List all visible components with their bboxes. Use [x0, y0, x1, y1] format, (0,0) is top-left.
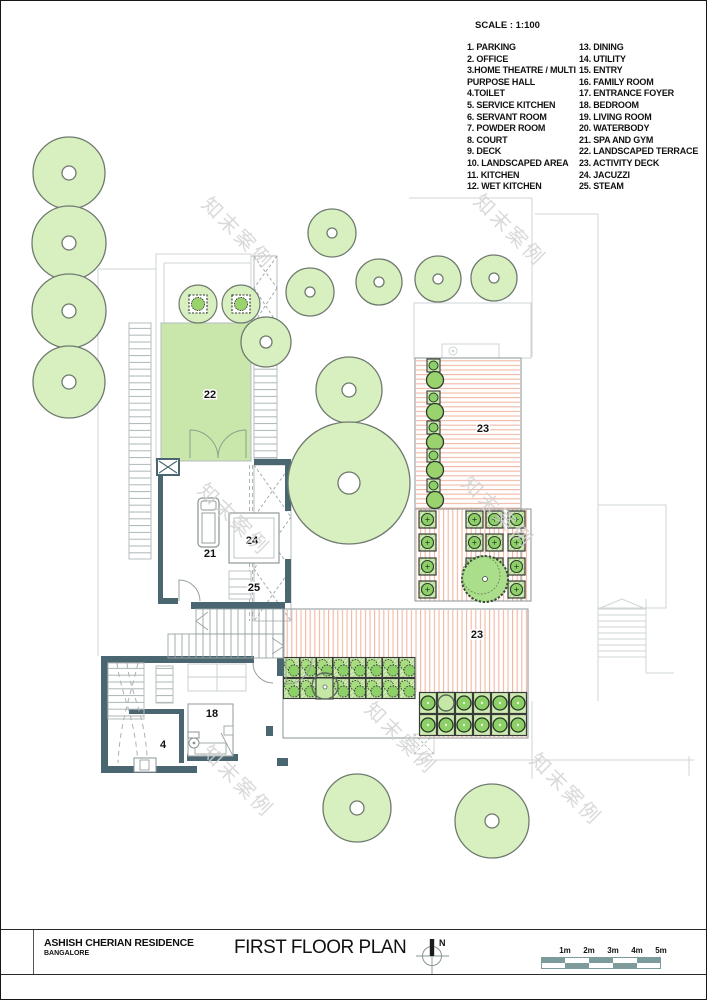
- north-arrow: N: [416, 938, 449, 974]
- label-activity-deck-lower: 23: [471, 629, 483, 641]
- door-swings: [178, 579, 313, 685]
- legend-item: 14. UTILITY: [579, 53, 626, 64]
- legend-item: 25. STEAM: [579, 181, 624, 192]
- deck-plant-pairs: [425, 358, 445, 510]
- legend-item: 23. ACTIVITY DECK: [579, 157, 660, 168]
- label-bedroom: 18: [206, 708, 218, 720]
- scale-segment: [541, 957, 565, 963]
- scale-segment: [589, 957, 613, 963]
- label-landscaped-terrace: 22: [204, 389, 216, 401]
- legend-item: 18. BEDROOM: [579, 99, 639, 110]
- legend-item: 3.HOME THEATRE / MULTI: [467, 65, 576, 76]
- room-legend: 1. PARKING 2. OFFICE 3.HOME THEATRE / MU…: [467, 42, 705, 193]
- legend-item: 21. SPA AND GYM: [579, 134, 654, 145]
- planter-grid: [418, 510, 526, 603]
- scale-text: SCALE : 1:100: [475, 20, 540, 31]
- steam-room-shelf: [228, 570, 252, 600]
- project-info: ASHISH CHERIAN RESIDENCE BANGALORE: [44, 937, 194, 957]
- title-block: ASHISH CHERIAN RESIDENCE BANGALORE FIRST…: [1, 929, 706, 975]
- legend-item: 24. JACUZZI: [579, 169, 630, 180]
- legend-item: 7. POWDER ROOM: [467, 123, 546, 134]
- legend-item: PURPOSE HALL: [467, 76, 536, 87]
- north-label: N: [439, 938, 446, 948]
- legend-item: 19. LIVING ROOM: [579, 111, 652, 122]
- legend-column-right: 13. DINING 14. UTILITY 15. ENTRY 16. FAM…: [579, 42, 705, 193]
- title-block-divider: [33, 930, 34, 974]
- jacuzzi: [228, 512, 280, 564]
- drawing-title: FIRST FLOOR PLAN: [234, 937, 407, 958]
- landscaped-terrace: [160, 322, 252, 462]
- bedroom-wardrobe: [187, 663, 247, 692]
- toilet-fixture: [187, 731, 200, 749]
- label-steam: 25: [248, 582, 260, 594]
- legend-item: 15. ENTRY: [579, 65, 623, 76]
- project-city: BANGALORE: [44, 950, 90, 957]
- scale-label: 5m: [655, 946, 667, 955]
- trees: [31, 136, 530, 859]
- legend-item: 6. SERVANT ROOM: [467, 111, 547, 122]
- project-name: ASHISH CHERIAN RESIDENCE: [44, 937, 194, 949]
- legend-item: 8. COURT: [467, 134, 508, 145]
- legend-item: 10. LANDSCAPED AREA: [467, 157, 569, 168]
- legend-item: 13. DINING: [579, 42, 624, 52]
- scale-label: 3m: [607, 946, 619, 955]
- label-jacuzzi: 24: [246, 535, 259, 547]
- service-shaft: [133, 757, 157, 773]
- legend-item: 20. WATERBODY: [579, 123, 650, 134]
- main-staircase: [167, 608, 285, 659]
- scale-segment: [565, 963, 589, 969]
- legend-item: 5. SERVICE KITCHEN: [467, 99, 556, 110]
- legend-item: 4.TOILET: [467, 88, 505, 99]
- label-activity-deck-upper: 23: [477, 423, 489, 435]
- watermark-text: 知末案例: [197, 192, 279, 274]
- label-spa-gym: 21: [204, 548, 216, 560]
- scale-label: 2m: [583, 946, 595, 955]
- legend-item: 2. OFFICE: [467, 53, 509, 64]
- legend-item: 12. WET KITCHEN: [467, 181, 542, 192]
- gym-equipment: [197, 497, 220, 548]
- legend-item: 16. FAMILY ROOM: [579, 76, 654, 87]
- planter-rows-round: [418, 691, 528, 737]
- scale-label: 4m: [631, 946, 643, 955]
- scale-segment: [637, 957, 661, 963]
- legend-item: 22. LANDSCAPED TERRACE: [579, 146, 699, 157]
- scale-bar: 1m 2m 3m 4m 5m: [541, 946, 667, 970]
- scale-segment: [613, 963, 637, 969]
- legend-column-left: 1. PARKING 2. OFFICE 3.HOME THEATRE / MU…: [467, 42, 577, 193]
- legend-item: 17. ENTRANCE FOYER: [579, 88, 674, 99]
- legend-item: 1. PARKING: [467, 42, 516, 52]
- planter-trees: [178, 284, 261, 324]
- legend-item: 9. DECK: [467, 146, 502, 157]
- room-labels: 22 21 24 25 23 23 18 4: [158, 388, 490, 753]
- planter-rows-leafy: [282, 656, 416, 700]
- entry-pergola: [107, 662, 174, 764]
- legend-item: 11. KITCHEN: [467, 169, 520, 180]
- label-toilet: 4: [160, 739, 167, 751]
- scale-label: 1m: [559, 946, 571, 955]
